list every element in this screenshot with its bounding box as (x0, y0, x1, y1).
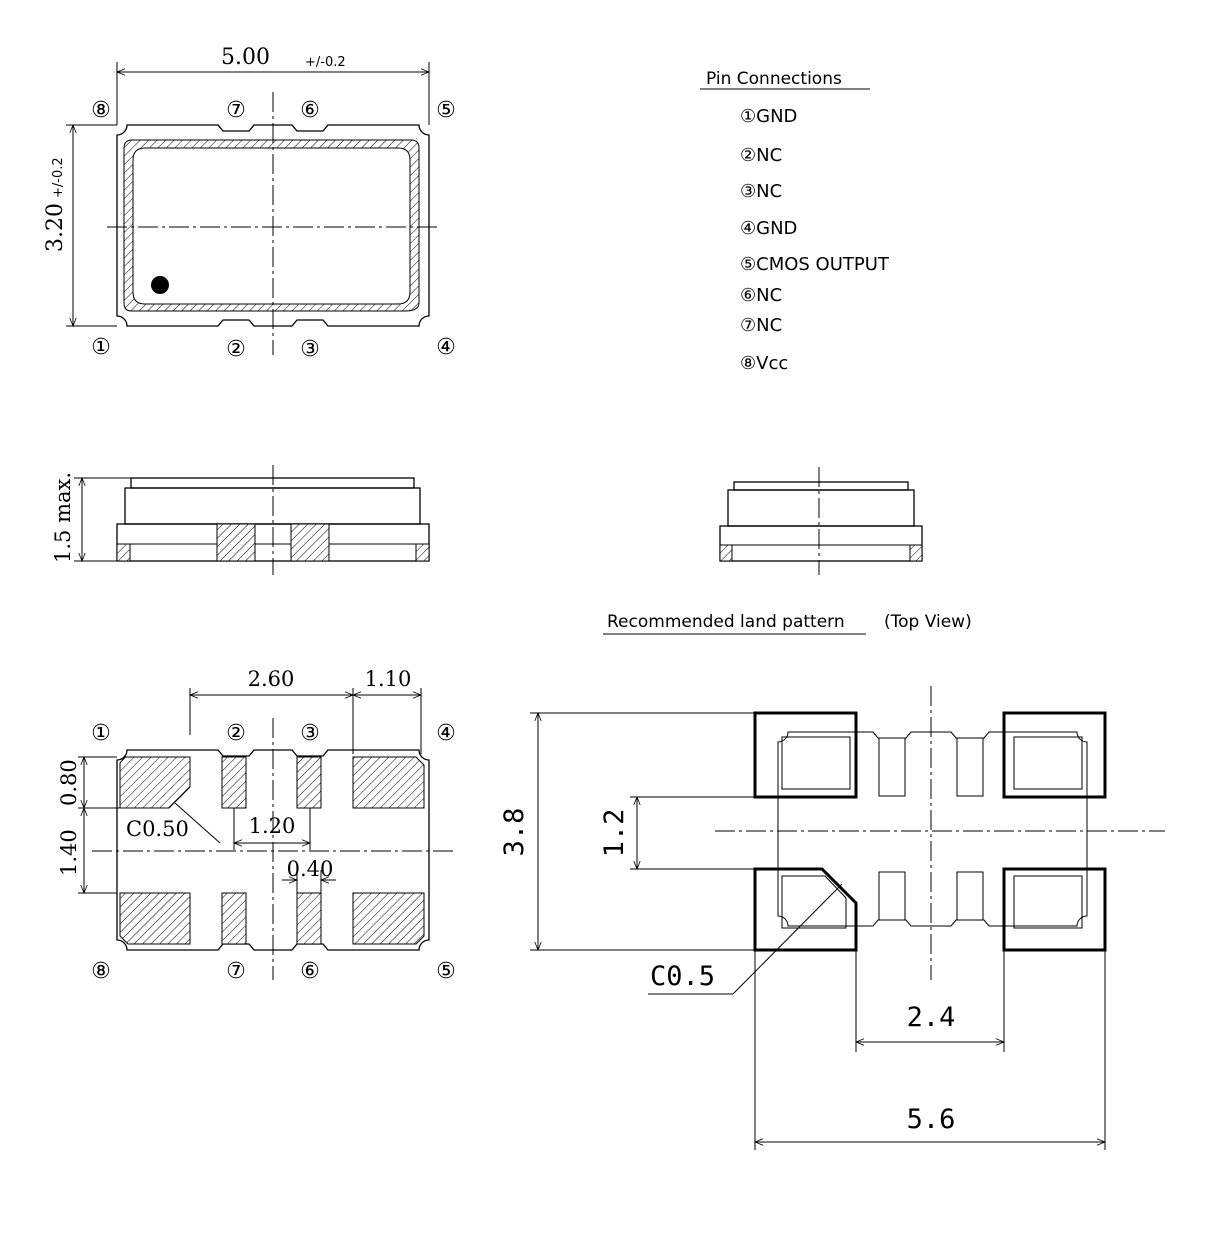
pin-label: ③ (300, 721, 320, 746)
land-pad-5 (1002, 867, 1107, 952)
pin-connection-item: ⑤CMOS OUTPUT (740, 254, 890, 275)
edge-dimension: 1.10 (365, 667, 412, 691)
pin-label: ① (91, 335, 111, 360)
land-gap-dimension: 1.2 (599, 809, 630, 858)
pad-gap-dimension: 1.40 (57, 829, 81, 876)
bottom-view: 2.60 1.10 0.80 1.40 C0.50 1.20 0.40 ① ② (57, 667, 456, 984)
small-pad-dimension: 0.40 (287, 857, 334, 881)
pin-label: ② (226, 337, 246, 362)
land-pad-4 (1002, 711, 1107, 799)
land-pattern-subtitle: (Top View) (884, 612, 972, 632)
pin-label: ⑦ (226, 98, 246, 123)
pitch-dimension: 2.60 (248, 667, 295, 691)
land-pad-8 (753, 867, 858, 952)
pin-connections: Pin Connections ①GND ②NC ③NC ④GND ⑤CMOS … (700, 69, 890, 374)
height-dimension: 3.20 (43, 203, 68, 252)
pin-label: ② (226, 721, 246, 746)
pin-connection-item: ①GND (740, 106, 797, 127)
pad-8 (119, 892, 191, 945)
land-pattern: Recommended land pattern (Top View) 3.8 … (499, 612, 1165, 1150)
pad-2 (221, 756, 247, 809)
pin-connection-item: ④GND (740, 218, 797, 239)
pad-6 (296, 892, 322, 945)
pin-connection-item: ②NC (740, 145, 782, 166)
pin-label: ⑧ (91, 98, 111, 123)
pin-label: ③ (300, 337, 320, 362)
inner-pitch-dimension: 1.20 (249, 814, 296, 838)
pad-7 (221, 892, 247, 945)
lid-seal-ring (123, 139, 420, 312)
pin-label: ④ (436, 721, 456, 746)
pin-connections-title: Pin Connections (706, 69, 842, 89)
side-view-end (719, 467, 923, 575)
pin-connection-item: ⑧Vcc (740, 353, 788, 374)
top-view: 5.00 +/-0.2 3.20 +/-0.2 ⑧ ⑦ ⑥ ⑤ ① ② ③ ④ (43, 45, 456, 362)
land-width-dimension: 5.6 (907, 1104, 956, 1135)
pad-3 (296, 756, 322, 809)
chamfer-dimension: C0.50 (126, 817, 189, 841)
pin-label: ④ (436, 335, 456, 360)
land-pattern-title: Recommended land pattern (607, 612, 845, 632)
side-height-dimension: 1.5 max. (51, 472, 75, 563)
package-bottom-outline (116, 749, 430, 951)
width-dimension: 5.00 (221, 45, 270, 70)
pin-label: ⑤ (436, 98, 456, 123)
pin-label: ⑧ (91, 959, 111, 984)
land-height-dimension: 3.8 (499, 808, 530, 857)
pin-connection-item: ⑦NC (740, 315, 782, 336)
height-tolerance: +/-0.2 (51, 157, 66, 198)
width-tolerance: +/-0.2 (305, 55, 346, 70)
pad-height-dimension: 0.80 (57, 759, 81, 806)
package-outline (116, 124, 430, 327)
pin-label: ⑤ (436, 959, 456, 984)
pad-4 (352, 756, 425, 809)
pin-label: ① (91, 721, 111, 746)
pin-label: ⑥ (300, 98, 320, 123)
component-outline (777, 731, 1088, 927)
pin-connection-item: ③NC (740, 181, 782, 202)
pin1-marker-dot (151, 276, 169, 294)
land-inner-dimension: 2.4 (907, 1002, 956, 1033)
pin-label: ⑦ (226, 959, 246, 984)
pad-1 (119, 756, 191, 809)
land-chamfer-dimension: C0.5 (650, 961, 715, 992)
pad-5 (352, 892, 425, 945)
pin-label: ⑥ (300, 959, 320, 984)
side-view-front: 1.5 max. (51, 465, 430, 575)
pin-connection-item: ⑥NC (740, 285, 782, 306)
land-pad-1 (753, 711, 858, 799)
